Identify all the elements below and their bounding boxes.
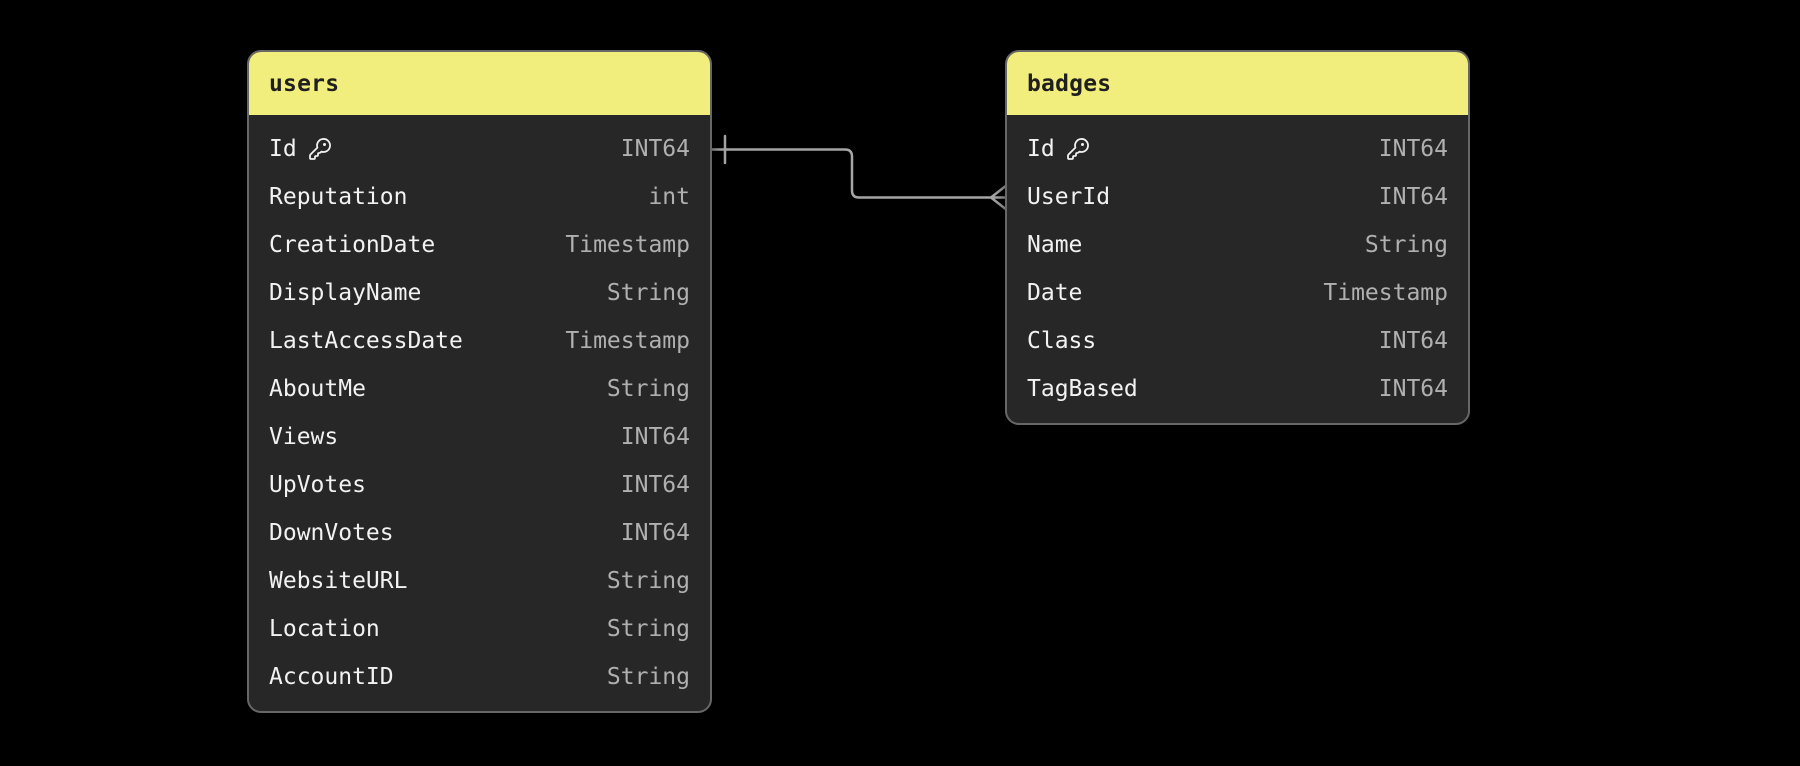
column-type: Timestamp (565, 328, 690, 354)
column-name: UpVotes (269, 472, 366, 498)
column-type: INT64 (1378, 376, 1448, 402)
column-name: Name (1027, 232, 1083, 258)
column-row[interactable]: LastAccessDate Timestamp (249, 317, 710, 365)
column-name: Date (1027, 280, 1083, 306)
column-type: String (606, 376, 690, 402)
column-type: INT64 (1378, 184, 1448, 210)
column-type: int (648, 184, 690, 210)
primary-key-icon (308, 138, 331, 160)
column-name: DownVotes (269, 520, 394, 546)
column-type: INT64 (1378, 328, 1448, 354)
column-type: String (606, 280, 690, 306)
column-type: Timestamp (565, 232, 690, 258)
column-type: String (606, 616, 690, 642)
column-type: INT64 (620, 472, 690, 498)
column-row[interactable]: Name String (1007, 221, 1468, 269)
table-card[interactable]: users Id INT64 Reputation int CreationDa… (247, 50, 712, 713)
column-name: Id (269, 136, 297, 162)
column-row[interactable]: Id INT64 (1007, 125, 1468, 173)
column-row[interactable]: Id INT64 (249, 125, 710, 173)
column-name: WebsiteURL (269, 568, 408, 594)
many-cardinality-crowfoot-icon (989, 185, 1008, 210)
column-name: Location (269, 616, 380, 642)
column-type: String (1364, 232, 1448, 258)
column-type: INT64 (620, 136, 690, 162)
column-name: UserId (1027, 184, 1111, 210)
column-name: TagBased (1027, 376, 1138, 402)
column-name: AboutMe (269, 376, 366, 402)
table-title: badges (1027, 70, 1112, 97)
column-row[interactable]: Reputation int (249, 173, 710, 221)
column-row[interactable]: AboutMe String (249, 365, 710, 413)
column-row[interactable]: Views INT64 (249, 413, 710, 461)
column-name: Class (1027, 328, 1097, 354)
column-row[interactable]: WebsiteURL String (249, 557, 710, 605)
column-type: String (606, 568, 690, 594)
column-type: Timestamp (1323, 280, 1448, 306)
column-type: INT64 (1378, 136, 1448, 162)
table-header[interactable]: badges (1007, 52, 1468, 115)
column-name: AccountID (269, 664, 394, 690)
relationship-line[interactable] (710, 148, 993, 199)
column-row[interactable]: CreationDate Timestamp (249, 221, 710, 269)
column-row[interactable]: Date Timestamp (1007, 269, 1468, 317)
column-name: DisplayName (269, 280, 422, 306)
table-columns: Id INT64 Reputation int CreationDate Tim… (249, 115, 710, 711)
column-row[interactable]: DownVotes INT64 (249, 509, 710, 557)
column-row[interactable]: TagBased INT64 (1007, 365, 1468, 413)
column-type: String (606, 664, 690, 690)
column-name: Reputation (269, 184, 408, 210)
column-row[interactable]: Location String (249, 605, 710, 653)
column-name: CreationDate (269, 232, 436, 258)
column-type: INT64 (620, 424, 690, 450)
column-name: Views (269, 424, 339, 450)
primary-key-icon (1066, 138, 1089, 160)
column-type: INT64 (620, 520, 690, 546)
column-row[interactable]: DisplayName String (249, 269, 710, 317)
table-columns: Id INT64 UserId INT64 Name String Date T… (1007, 115, 1468, 423)
table-title: users (269, 70, 340, 97)
column-name: Id (1027, 136, 1055, 162)
column-row[interactable]: UpVotes INT64 (249, 461, 710, 509)
table-card[interactable]: badges Id INT64 UserId INT64 Name String… (1005, 50, 1470, 425)
column-row[interactable]: Class INT64 (1007, 317, 1468, 365)
column-name: LastAccessDate (269, 328, 463, 354)
column-row[interactable]: UserId INT64 (1007, 173, 1468, 221)
table-header[interactable]: users (249, 52, 710, 115)
column-row[interactable]: AccountID String (249, 653, 710, 701)
